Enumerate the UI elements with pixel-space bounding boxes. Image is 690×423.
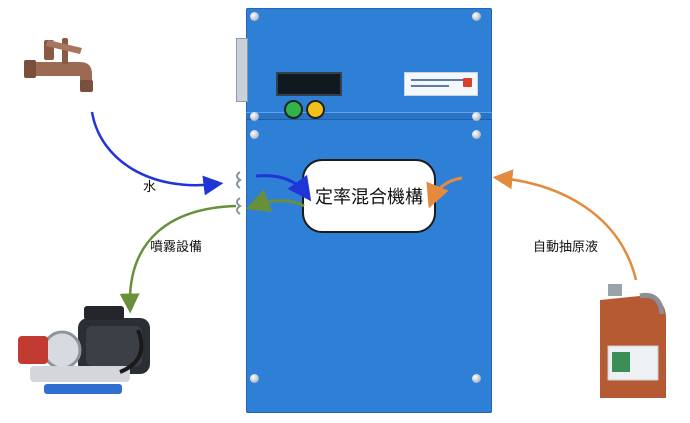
liquid-jug-icon <box>600 284 666 398</box>
screw <box>250 12 259 21</box>
sprayer-outlet-arrow <box>119 204 237 314</box>
mixing-mechanism-label: 定率混合機構 <box>315 187 423 208</box>
sprayer-internal-arrow <box>245 189 305 212</box>
water-internal-arrow <box>255 174 312 202</box>
concentrate-inlet-arrow <box>492 169 638 281</box>
digital-display <box>276 72 342 96</box>
concentrate-internal-arrow <box>426 176 463 209</box>
screw <box>250 112 259 121</box>
yellow-lamp <box>306 100 325 119</box>
auto-draw-label: 自動抽原液 <box>533 240 599 255</box>
water-label: 水 <box>143 180 157 195</box>
screw <box>472 130 481 139</box>
name-plate <box>404 72 478 96</box>
green-lamp <box>284 100 303 119</box>
panel-seam <box>246 112 492 120</box>
hinge <box>236 38 248 102</box>
faucet-icon <box>24 38 93 92</box>
screw <box>472 12 481 21</box>
screw <box>250 130 259 139</box>
screw <box>250 374 259 383</box>
sprayer-label: 噴霧設備 <box>150 240 203 255</box>
pump-motor-icon <box>18 306 150 394</box>
screw <box>472 112 481 121</box>
water-inlet-arrow <box>90 111 224 196</box>
screw <box>472 374 481 383</box>
